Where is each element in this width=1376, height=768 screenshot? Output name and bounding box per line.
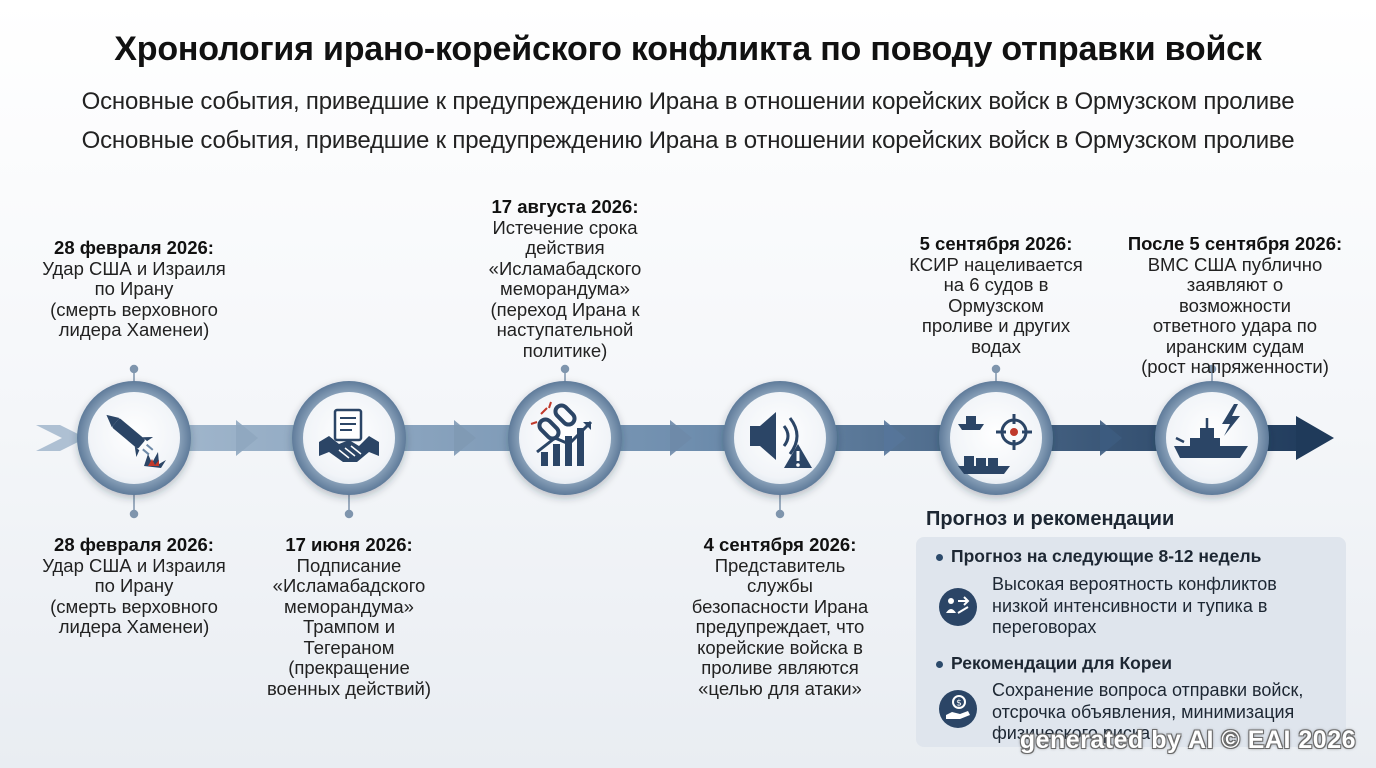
timeline-node-4	[723, 381, 837, 495]
text-line: Подписание	[296, 554, 402, 576]
event-date: 28 февраля 2026:	[54, 534, 214, 555]
text-line: наступательной	[496, 319, 634, 340]
recommendation-heading: Рекомендации для Кореи	[936, 653, 1172, 674]
text-line: политике)	[522, 339, 608, 361]
text-line: «Исламабадского	[272, 575, 426, 596]
text-line: лидера Хаменеи)	[58, 616, 210, 637]
text-line: Ормузском	[948, 294, 1044, 316]
text-line: службы	[747, 575, 813, 596]
text-line: (смерть верховного	[50, 595, 218, 617]
event-date: 4 сентября 2026:	[703, 534, 857, 555]
text-line: (переход Ирана к	[490, 298, 640, 320]
forecast-heading: Прогноз на следующие 8-12 недель	[936, 546, 1261, 567]
timeline-node-5	[939, 381, 1053, 495]
text-line: по Ирану	[94, 278, 174, 299]
speaker-warning-icon	[750, 412, 812, 468]
text-line: Тегераном	[303, 636, 395, 658]
text-line: Трампом и	[302, 616, 396, 637]
event-date: После 5 сентября 2026:	[1127, 233, 1343, 254]
text-line: (прекращение	[288, 657, 410, 678]
text-line: (смерть верховного	[50, 298, 218, 320]
recommendation-text: Сохранение вопроса отправки войск,отсроч…	[992, 680, 1342, 746]
text-line: водах	[971, 335, 1021, 357]
text-line: Высокая вероятность конфликтов	[992, 574, 1277, 594]
text-line: проливе являются	[701, 657, 859, 678]
event-date: 17 июня 2026:	[285, 534, 413, 555]
text-line: Удар США и Израиля	[42, 554, 226, 576]
event-date: 28 февраля 2026:	[54, 237, 214, 258]
text-line: Истечение срока	[492, 216, 638, 238]
text-line: Удар США и Израиля	[42, 257, 226, 279]
text-line: корейские войска в	[697, 636, 863, 658]
subtitle: Основные события, приведшие к предупрежд…	[81, 88, 1295, 115]
text-line: лидера Хаменеи)	[58, 319, 210, 340]
text-line: заявляют о	[1186, 274, 1284, 295]
text-line: Сохранение вопроса отправки войск,	[992, 680, 1304, 700]
text-line: «целью для атаки»	[698, 677, 862, 699]
handshake-document-icon	[319, 408, 379, 462]
subtitle-repeat: Основные события, приведшие к предупрежд…	[81, 127, 1295, 154]
forecast-icon	[939, 588, 977, 626]
watermark: generated by AI © EAI 2026	[1019, 726, 1356, 754]
missile-icon	[106, 414, 166, 468]
text-line: КСИР нацеливается	[909, 253, 1083, 275]
text-line: меморандума»	[284, 595, 414, 617]
ships-target-icon	[958, 414, 1032, 474]
forecast-title: Прогноз и рекомендации	[926, 508, 1175, 530]
text-line: военных действий)	[266, 677, 432, 699]
text-line: на 6 судов в	[943, 274, 1049, 295]
connectors	[129, 364, 1217, 519]
text-line: проливе и других	[921, 315, 1071, 336]
svg-text:$: $	[956, 699, 962, 709]
text-line: меморандума»	[500, 278, 630, 299]
text-line: низкой интенсивности и тупика в	[992, 595, 1268, 616]
text-line: Представитель	[714, 554, 846, 576]
timeline-arrow	[36, 416, 1334, 460]
text-line: ВМС США публично	[1147, 253, 1323, 275]
page-title: Хронология ирано-корейского конфликта по…	[114, 30, 1262, 68]
text-line: по Ирану	[94, 575, 174, 596]
bullet-dot	[936, 660, 943, 668]
forecast-heading-label: Прогноз на следующие 8-12 недель	[951, 546, 1262, 566]
event-date: 5 сентября 2026:	[919, 233, 1073, 254]
bullet-dot	[936, 553, 943, 561]
text-line: возможности	[1179, 294, 1291, 316]
text-line: переговорах	[992, 617, 1097, 637]
text-line: отсрочка объявления, минимизация	[992, 701, 1295, 722]
broken-chain-chart-icon	[530, 401, 593, 466]
hand-coin-icon: $	[939, 690, 977, 728]
text-line: предупреждает, что	[695, 616, 865, 637]
text-line: (рост напряженности)	[1141, 356, 1329, 377]
text-line: иранским судам	[1165, 335, 1305, 357]
event-date: 17 августа 2026:	[491, 196, 639, 217]
warship-lightning-icon	[1174, 404, 1248, 458]
text-line: действия	[525, 237, 605, 258]
recommendation-heading-label: Рекомендации для Кореи	[951, 653, 1173, 673]
text-line: физического риска	[992, 723, 1151, 743]
text-line: безопасности Ирана	[691, 595, 869, 617]
text-line: ответного удара по	[1152, 315, 1318, 336]
forecast-panel: Прогноз на следующие 8-12 недель Высокая…	[916, 537, 1346, 747]
text-line: «Исламабадского	[488, 257, 642, 279]
